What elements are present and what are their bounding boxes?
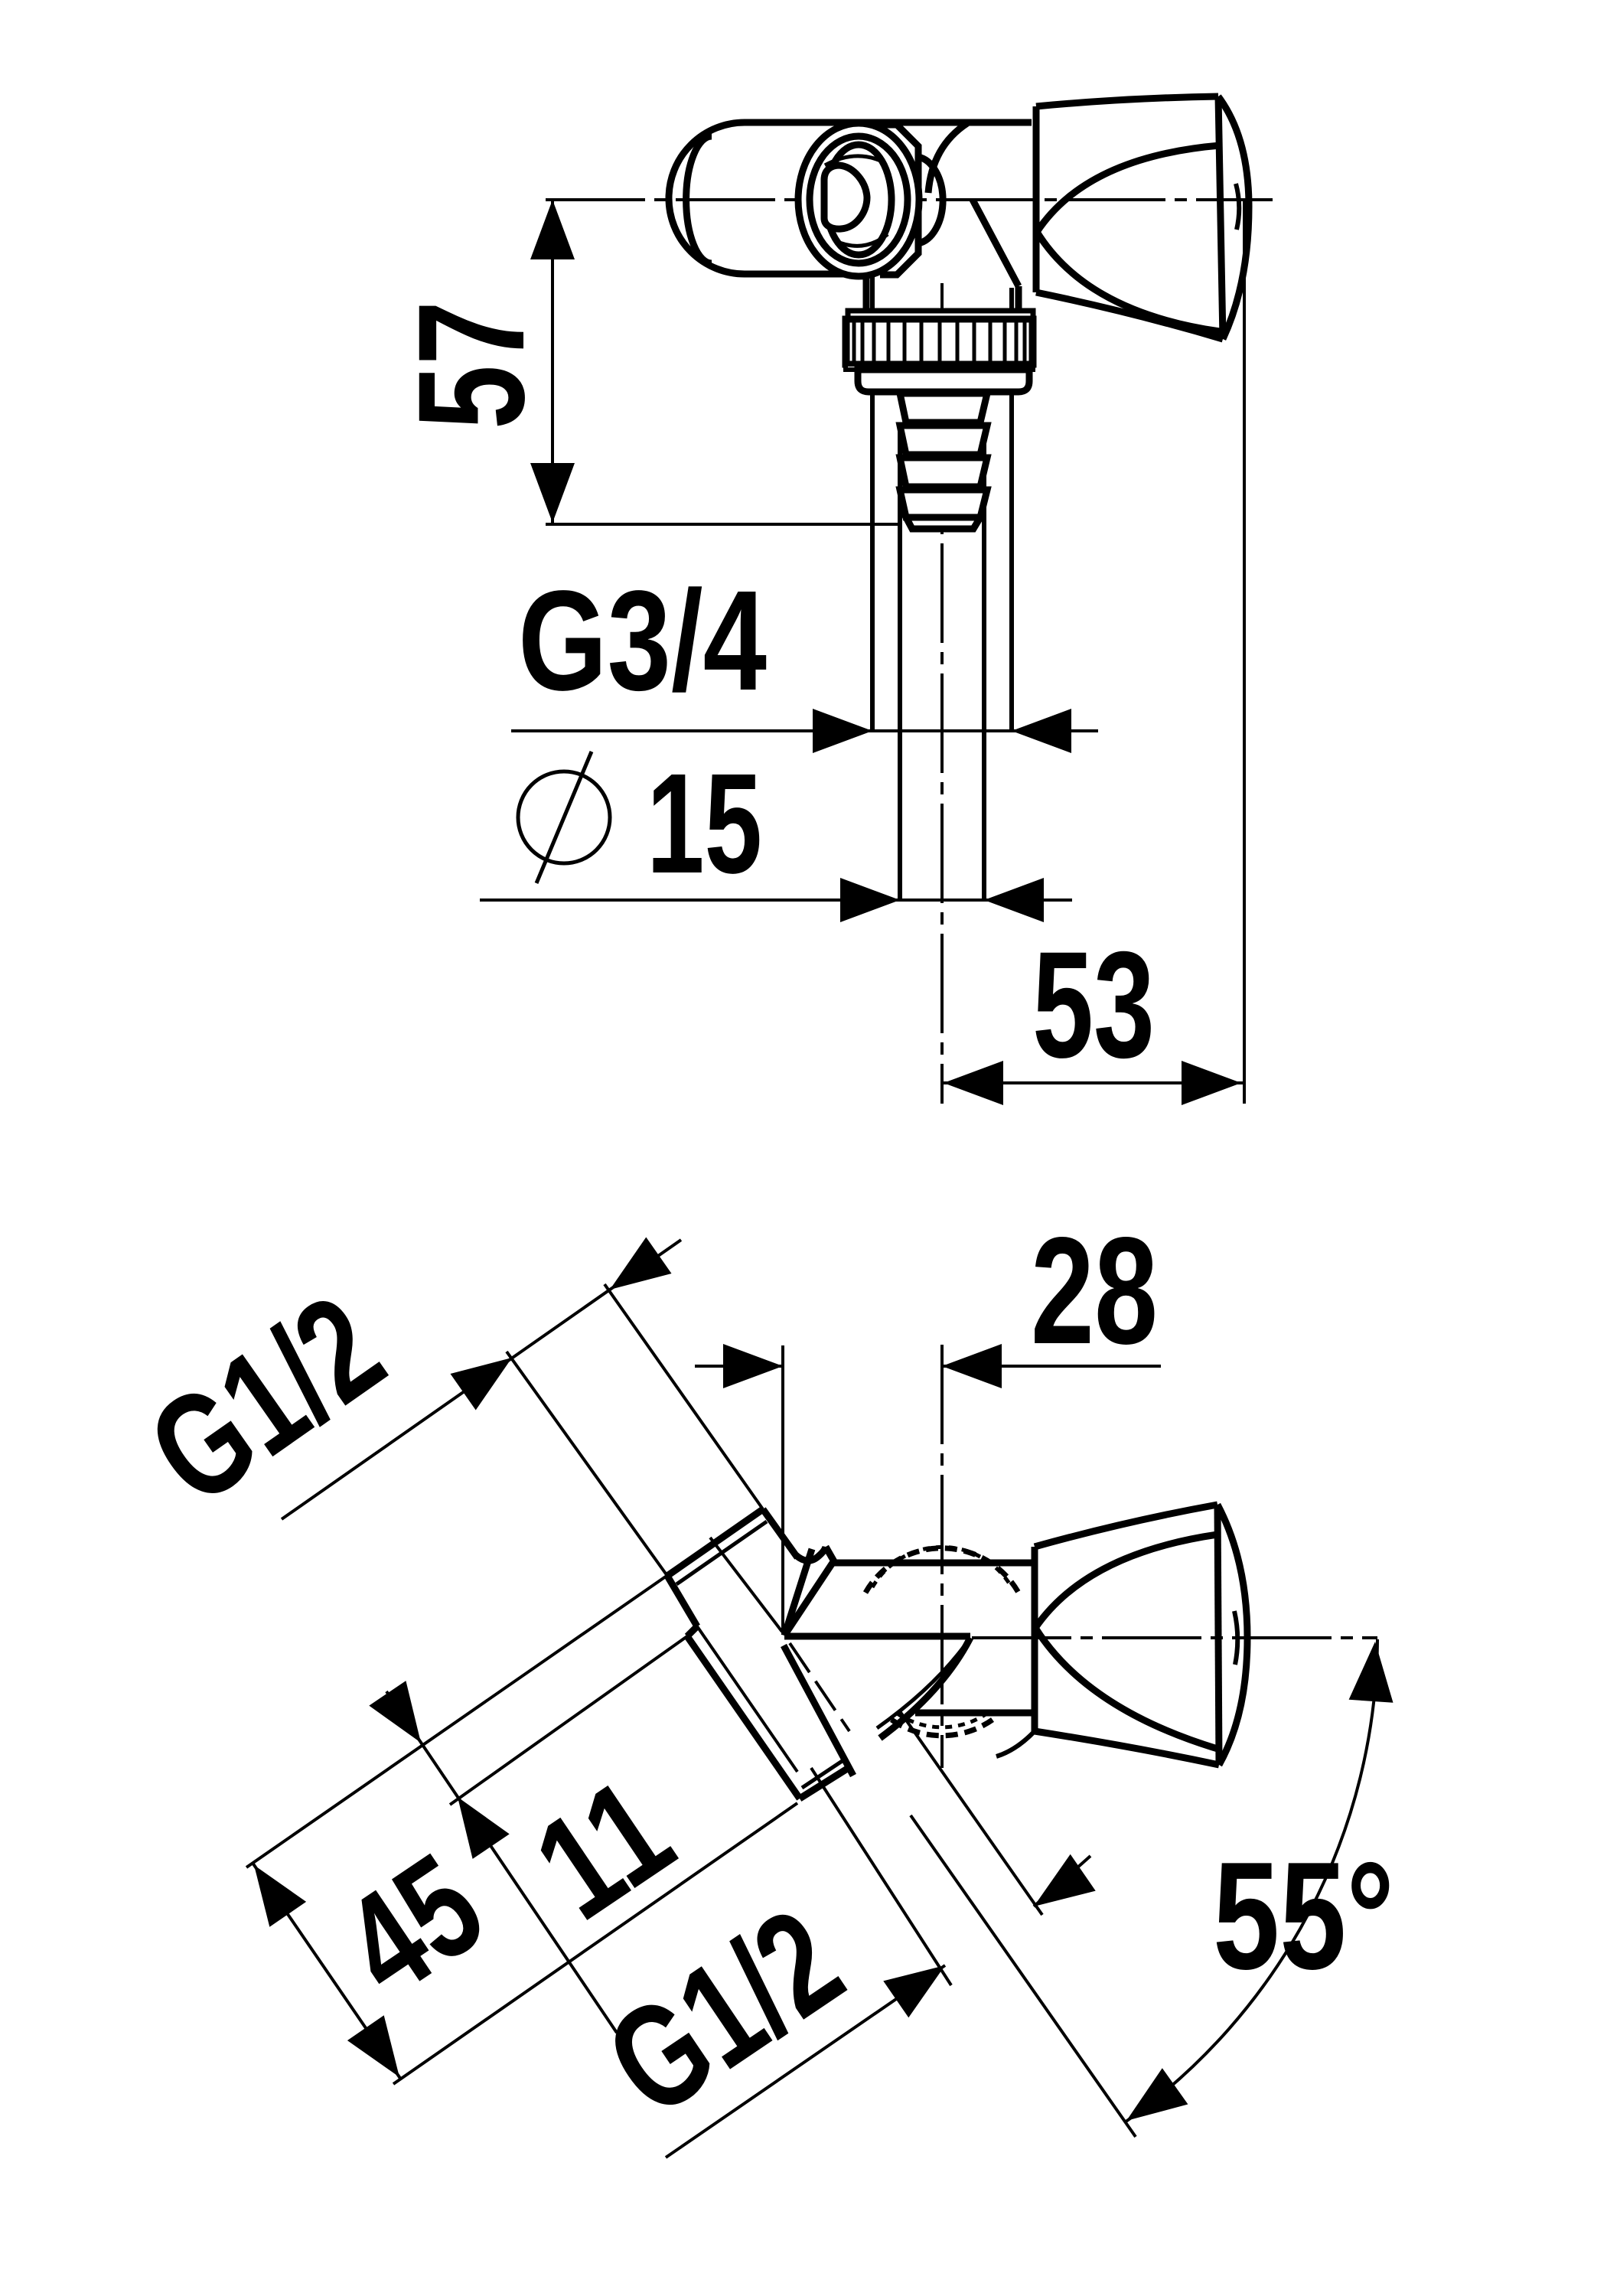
svg-text:53: 53 xyxy=(1032,920,1155,1089)
svg-text:15: 15 xyxy=(647,745,762,903)
svg-text:G3/4: G3/4 xyxy=(518,562,767,720)
svg-text:28: 28 xyxy=(1031,1206,1158,1376)
svg-text:57: 57 xyxy=(386,301,556,429)
svg-text:55°: 55° xyxy=(1213,1831,1394,2001)
